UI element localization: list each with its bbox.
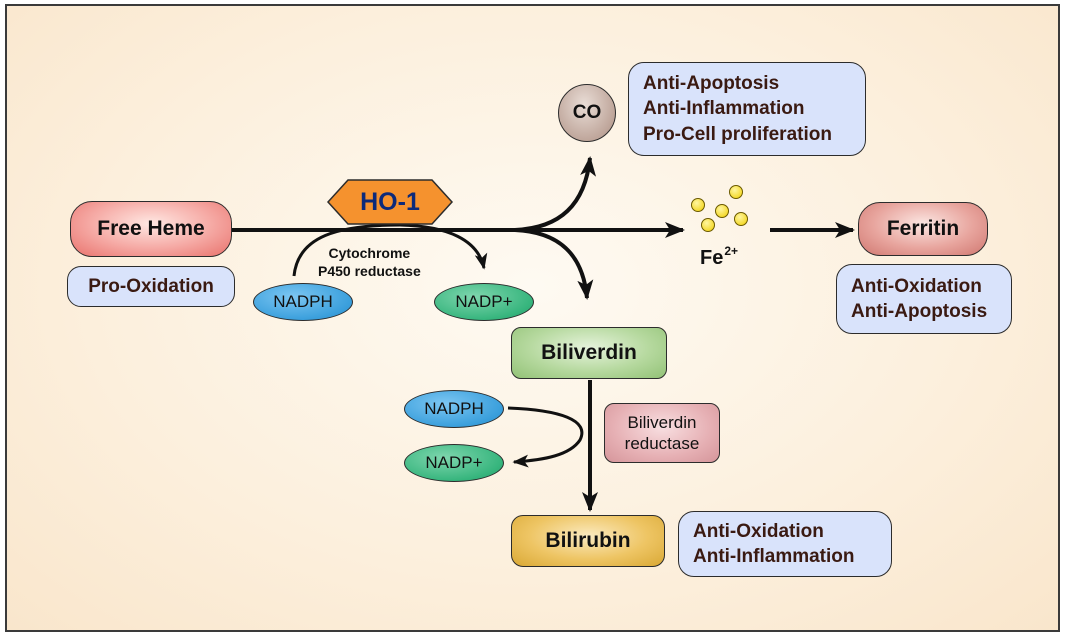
cytochrome-p450-label: Cytochrome P450 reductase: [318, 245, 421, 279]
free-heme-node: Free Heme: [70, 201, 232, 257]
effect-box-heme: Pro-Oxidation: [67, 266, 235, 307]
co-node: CO: [558, 84, 616, 142]
arrow-to-biliverdin: [514, 228, 594, 300]
arrow-to-co: [514, 156, 597, 232]
nadph-lower: NADPH: [404, 390, 504, 428]
bilirubin-node: Bilirubin: [511, 515, 665, 567]
nadph-upper: NADPH: [253, 283, 353, 321]
nadp-plus-upper: NADP+: [434, 283, 534, 321]
ho1-hexagon: [326, 179, 454, 225]
effect-box-ferritin: Anti-Oxidation Anti-Apoptosis: [836, 264, 1012, 334]
effect-box-bilirubin: Anti-Oxidation Anti-Inflammation: [678, 511, 892, 577]
arrow-nadph-to-nadp-lower: [507, 406, 584, 468]
nadp-plus-lower: NADP+: [404, 444, 504, 482]
effect-box-co: Anti-Apoptosis Anti-Inflammation Pro-Cel…: [628, 62, 866, 156]
iron-dots: [691, 185, 748, 232]
ferritin-node: Ferritin: [858, 202, 988, 256]
biliverdin-node: Biliverdin: [511, 327, 667, 379]
fe2-label: Fe2+: [700, 244, 739, 269]
arrow-nadph-to-nadp-upper: [292, 223, 488, 277]
ho1-label: HO-1: [360, 187, 420, 216]
biliverdin-reductase-node: Biliverdin reductase: [604, 403, 720, 463]
